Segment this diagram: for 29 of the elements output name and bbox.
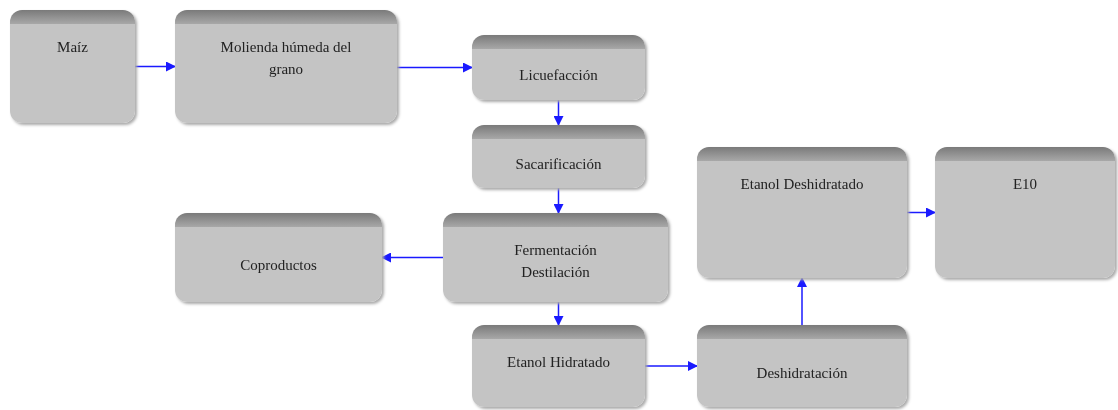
box-label: Etanol Hidratado	[507, 353, 610, 372]
box-label: Licuefacción	[519, 65, 598, 85]
arrow	[134, 61, 176, 72]
arrow	[553, 301, 564, 326]
box-label: Fermentación Destilación	[513, 241, 598, 282]
process-box	[443, 213, 668, 302]
process-box	[697, 147, 907, 278]
box-label: Etanol Deshidratado	[740, 175, 864, 194]
process-box	[175, 10, 397, 123]
process-box	[472, 125, 645, 188]
arrow	[553, 99, 564, 126]
process-box	[472, 35, 645, 100]
arrow	[381, 252, 444, 263]
process-box	[935, 147, 1115, 278]
box-label: Deshidratación	[756, 364, 848, 383]
process-box	[472, 325, 645, 407]
box-label: Maíz	[57, 38, 88, 57]
arrow	[396, 62, 473, 73]
process-box	[175, 213, 382, 302]
box-label: Coproductos	[240, 255, 317, 275]
arrow	[906, 207, 936, 218]
arrow	[797, 277, 807, 326]
arrow	[644, 361, 698, 371]
process-box	[10, 10, 135, 123]
arrow	[553, 187, 564, 214]
box-label: E10	[1012, 175, 1038, 194]
process-box	[697, 325, 907, 407]
box-label: Sacarificación	[515, 154, 602, 174]
box-label: Molienda húmeda del grano	[219, 38, 353, 79]
